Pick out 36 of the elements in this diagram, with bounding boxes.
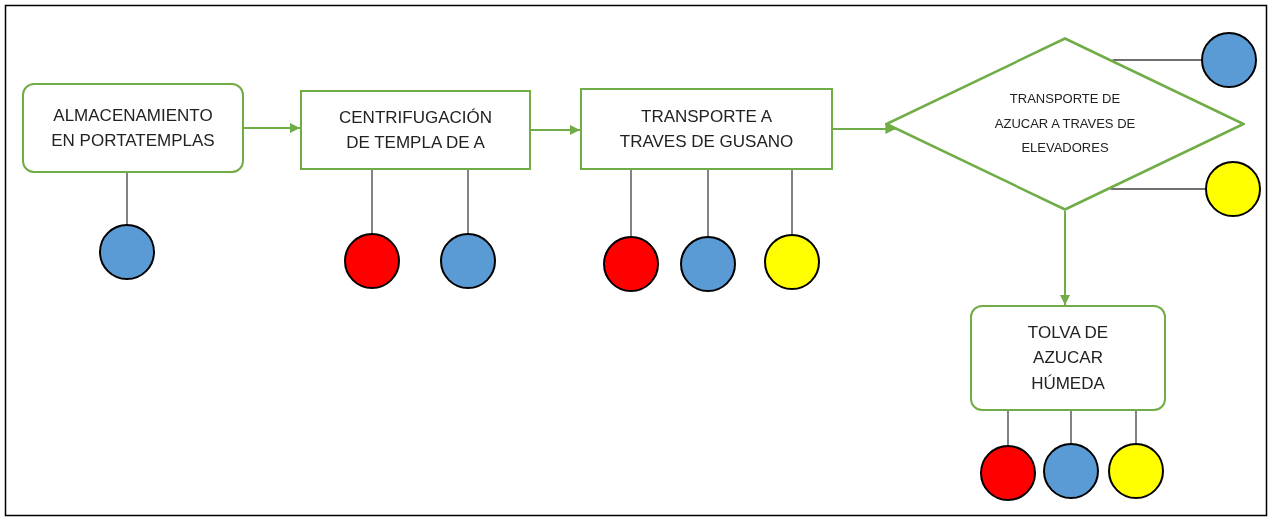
node-label: ALMACENAMIENTO EN PORTATEMPLAS [50,104,216,152]
circle-marker [99,224,155,280]
circle-marker [980,445,1036,501]
circle-marker [1205,161,1261,217]
circle-marker [344,233,400,289]
node-label: TRANSPORTE A TRAVES DE GUSANO [618,105,795,153]
connector-line [791,169,793,235]
circle-marker [440,233,496,289]
circle-marker [1108,443,1164,499]
connector-line [467,169,469,234]
process-box [970,305,1166,411]
connector-line [1070,410,1072,444]
node-label: TRANSPORTE DE AZUCAR A TRAVES DE ELEVADORES [993,89,1137,158]
arrow [243,123,301,133]
connector-line [1111,59,1202,61]
circle-marker [764,234,820,290]
circle-marker [603,236,659,292]
connector-line [1109,188,1206,190]
process-box [580,88,833,170]
connector-line [1007,410,1009,446]
circle-marker [1201,32,1257,88]
connector-line [630,169,632,237]
connector-line [126,172,128,225]
arrow [1060,210,1070,306]
arrow [530,125,581,135]
node-label: TOLVA DE AZUCAR HÚMEDA [1026,321,1110,395]
connector-line [1135,410,1137,444]
arrow [832,124,897,134]
circle-marker [680,236,736,292]
node-label: CENTRIFUGACIÓN DE TEMPLA DE A [338,106,493,154]
decision-diamond [885,37,1245,211]
connector-line [707,169,709,237]
circle-marker [1043,443,1099,499]
process-box [300,90,531,170]
connector-line [371,169,373,234]
process-box [22,83,244,173]
